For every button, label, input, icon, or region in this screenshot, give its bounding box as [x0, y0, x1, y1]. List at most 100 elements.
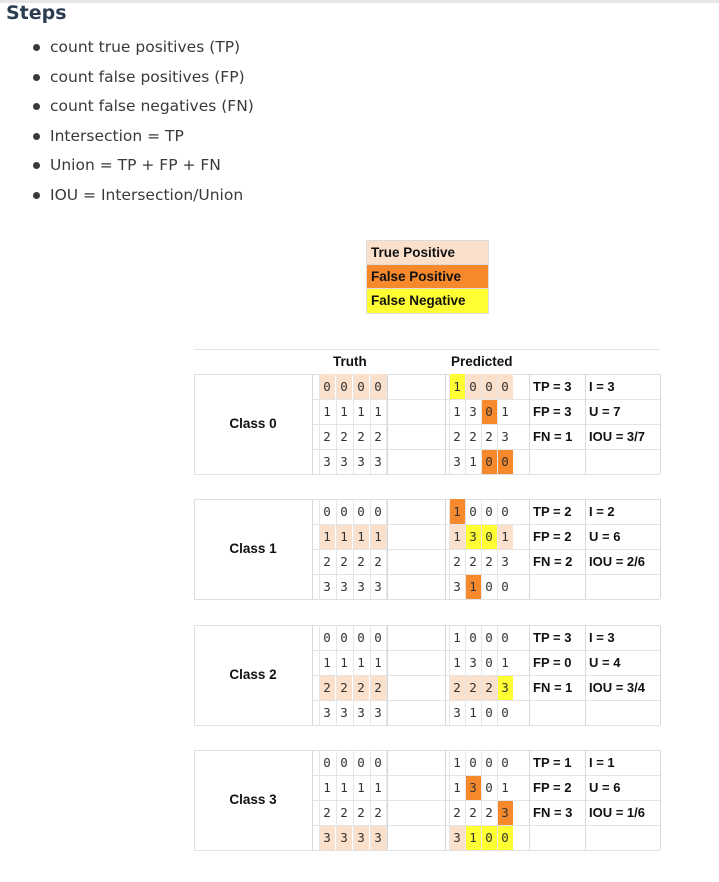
- row-divider: [312, 549, 660, 550]
- cell-divider: [465, 374, 466, 474]
- cell-divider: [370, 374, 371, 474]
- row-divider: [312, 524, 660, 525]
- predicted-cell: 1: [501, 655, 509, 670]
- metric-count: FP = 2: [533, 780, 572, 795]
- column-divider: [529, 625, 530, 725]
- top-divider: [0, 0, 719, 3]
- predicted-cell: 0: [497, 825, 513, 850]
- legend-false-negative: False Negative: [367, 289, 488, 313]
- cell-divider: [481, 625, 482, 725]
- predicted-cell: 3: [497, 800, 513, 825]
- column-divider: [312, 374, 313, 474]
- cell-divider: [449, 750, 450, 850]
- truth-cell: 3: [374, 579, 382, 594]
- divider: [194, 374, 660, 375]
- predicted-cell: 0: [485, 579, 493, 594]
- truth-cell: 2: [374, 554, 382, 569]
- truth-cell: 1: [357, 780, 365, 795]
- truth-cell: 3: [323, 454, 331, 469]
- row-divider: [312, 825, 660, 826]
- truth-cell: 0: [340, 755, 348, 770]
- predicted-cell: 1: [469, 454, 477, 469]
- class-label: Class 3: [229, 792, 277, 807]
- divider: [194, 850, 660, 851]
- metric-iou: IOU = 3/7: [589, 429, 645, 444]
- truth-cell: 3: [340, 454, 348, 469]
- divider: [194, 625, 660, 626]
- predicted-cell: 0: [481, 399, 497, 424]
- truth-cell: 1: [336, 524, 352, 549]
- column-divider: [529, 750, 530, 850]
- predicted-cell: 0: [485, 780, 493, 795]
- truth-cell: 0: [336, 374, 352, 399]
- truth-cell: 2: [323, 429, 331, 444]
- legend-false-positive: False Positive: [367, 265, 488, 289]
- predicted-cell: 2: [485, 429, 493, 444]
- predicted-cell: 1: [497, 524, 513, 549]
- cell-divider: [481, 499, 482, 599]
- predicted-cell: 2: [453, 429, 461, 444]
- divider: [194, 725, 660, 726]
- cell-divider: [386, 374, 387, 474]
- cell-divider: [336, 750, 337, 850]
- list-item: count false positives (FP): [33, 65, 254, 95]
- predicted-cell: 0: [469, 755, 477, 770]
- row-divider: [312, 650, 660, 651]
- cell-divider: [336, 374, 337, 474]
- truth-cell: 3: [340, 579, 348, 594]
- cell-divider: [336, 499, 337, 599]
- truth-cell: 3: [323, 579, 331, 594]
- predicted-cell: 2: [453, 554, 461, 569]
- predicted-cell: 3: [449, 825, 465, 850]
- header-top-line: [194, 349, 660, 350]
- column-divider: [445, 374, 446, 474]
- cell-divider: [481, 374, 482, 474]
- predicted-cell: 1: [449, 524, 465, 549]
- metric-iou: U = 7: [589, 404, 621, 419]
- predicted-cell: 0: [501, 755, 509, 770]
- truth-cell: 3: [370, 825, 386, 850]
- predicted-cell: 1: [453, 655, 461, 670]
- metric-iou: I = 2: [589, 504, 615, 519]
- predicted-cell: 1: [453, 630, 461, 645]
- predicted-cell: 0: [497, 374, 513, 399]
- class-block: [194, 625, 660, 726]
- class-block: [194, 499, 660, 600]
- predicted-cell: 2: [469, 554, 477, 569]
- predicted-cell: 3: [469, 404, 477, 419]
- predicted-cell: 1: [501, 404, 509, 419]
- class-block: [194, 750, 660, 851]
- truth-cell: 1: [323, 780, 331, 795]
- truth-cell: 1: [374, 404, 382, 419]
- metric-iou: IOU = 1/6: [589, 805, 645, 820]
- metric-count: FP = 2: [533, 529, 572, 544]
- divider: [194, 599, 660, 600]
- predicted-cell: 0: [469, 504, 477, 519]
- truth-cell: 3: [353, 825, 369, 850]
- predicted-cell: 1: [465, 574, 481, 599]
- predicted-cell: 1: [453, 404, 461, 419]
- cell-divider: [497, 499, 498, 599]
- divider: [194, 499, 195, 600]
- column-divider: [312, 499, 313, 599]
- truth-cell: 1: [340, 404, 348, 419]
- truth-cell: 2: [323, 554, 331, 569]
- metric-iou: U = 4: [589, 655, 621, 670]
- class-block: [194, 374, 660, 475]
- truth-cell: 0: [353, 374, 369, 399]
- metric-count: FN = 1: [533, 429, 573, 444]
- row-divider: [312, 574, 660, 575]
- column-divider: [660, 750, 661, 850]
- truth-cell: 2: [319, 675, 335, 700]
- predicted-cell: 2: [465, 675, 481, 700]
- truth-cell: 2: [374, 805, 382, 820]
- truth-cell: 1: [323, 655, 331, 670]
- predicted-cell: 0: [501, 579, 509, 594]
- cell-divider: [370, 499, 371, 599]
- column-divider: [387, 750, 388, 850]
- metric-count: FN = 1: [533, 680, 573, 695]
- row-divider: [312, 775, 660, 776]
- divider: [194, 374, 195, 475]
- metric-iou: I = 1: [589, 755, 615, 770]
- truth-cell: 0: [374, 504, 382, 519]
